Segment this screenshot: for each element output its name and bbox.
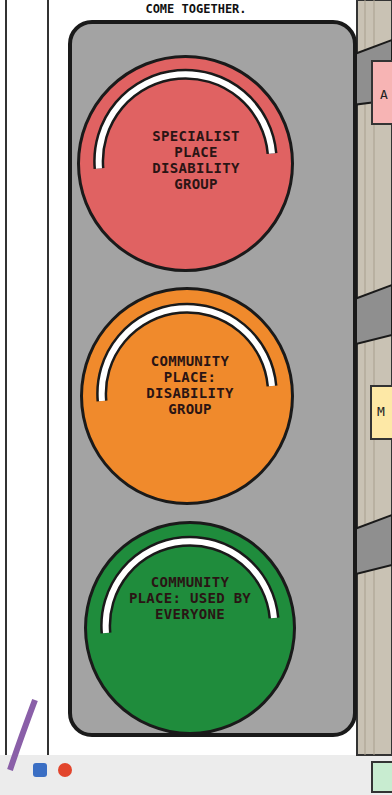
light-flap — [352, 515, 392, 575]
highlight-outline — [106, 541, 274, 633]
side-box: M — [370, 385, 392, 440]
signal-lamp: COMMUNITY PLACE: USED BY EVERYONE — [84, 521, 296, 735]
lamp-label: COMMUNITY PLACE: USED BY EVERYONE — [128, 574, 252, 622]
signal-lamp: SPECIALIST PLACE DISABILITY GROUP — [77, 55, 294, 272]
box-label: A — [380, 87, 388, 102]
pole-texture — [365, 0, 366, 755]
panel-line — [5, 0, 7, 755]
icon — [58, 763, 72, 777]
light-flap — [352, 285, 392, 345]
box-label: M — [377, 404, 385, 419]
highlight-arc — [84, 521, 296, 735]
lamp-label: SPECIALIST PLACE DISABILITY GROUP — [134, 128, 258, 192]
decor-stroke — [10, 700, 35, 770]
side-box: A — [371, 60, 392, 125]
highlight-arc — [106, 541, 274, 633]
panel-line — [47, 0, 49, 755]
signal-lamp: COMMUNITY PLACE: DISABILITY GROUP — [80, 287, 294, 505]
traffic-light-housing — [70, 22, 355, 735]
icon — [33, 763, 47, 777]
lamp-label: COMMUNITY PLACE: DISABILITY GROUP — [128, 353, 252, 417]
side-box — [372, 762, 392, 792]
heading-fragment: COME TOGETHER. — [0, 2, 392, 16]
footer-band — [0, 755, 392, 795]
